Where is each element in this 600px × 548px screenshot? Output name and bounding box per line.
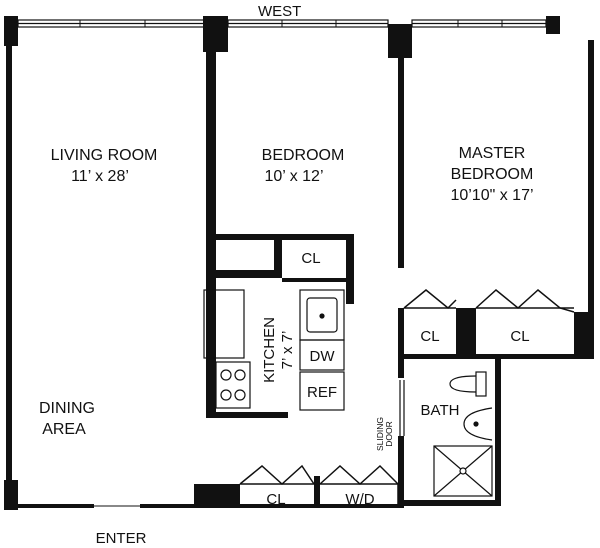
sliding-door-label-group: SLIDING DOOR <box>375 417 394 451</box>
bedroom-closet-label: CL <box>301 250 320 267</box>
entrance-label: ENTER <box>96 530 147 547</box>
kitchen-fixtures <box>203 289 345 411</box>
kitchen-name: KITCHEN <box>261 317 278 383</box>
shower-icon <box>433 445 493 497</box>
living-room-name: LIVING ROOM <box>51 147 158 164</box>
interior-walls <box>206 50 476 506</box>
dishwasher-box <box>299 339 345 371</box>
master-closet-left-label: CL <box>420 328 439 345</box>
toilet-tank <box>475 371 487 397</box>
refrigerator-box <box>299 371 345 411</box>
dining-area-line2: AREA <box>42 421 86 438</box>
compass-west-label: WEST <box>258 3 301 20</box>
stove <box>215 361 251 409</box>
burner-icon <box>220 389 232 401</box>
bath-fixtures <box>399 371 493 497</box>
master-closet-right-label: CL <box>510 328 529 345</box>
kitchen-counter <box>203 289 245 359</box>
exterior-walls <box>4 16 594 510</box>
kitchen-size: 7’ x 7’ <box>279 331 296 370</box>
sink-icon <box>306 297 338 333</box>
bath-name: BATH <box>421 402 460 419</box>
living-room-size: 11’ x 28’ <box>71 168 129 185</box>
closet-doors <box>239 289 575 504</box>
bath-sink-icon <box>463 407 493 441</box>
burner-icon <box>220 369 232 381</box>
burner-icon <box>234 369 246 381</box>
master-bedroom-name-line2: BEDROOM <box>451 166 534 183</box>
dining-area-line1: DINING <box>39 400 95 417</box>
drain-icon <box>319 313 325 319</box>
bedroom-size: 10’ x 12’ <box>265 168 324 185</box>
burner-icon <box>234 389 246 401</box>
dishwasher-label: DW <box>310 348 336 365</box>
master-bedroom-name-line1: MASTER <box>459 145 526 162</box>
master-bedroom-size: 10’10" x 17’ <box>450 187 533 204</box>
sliding-door-line2: DOOR <box>384 421 394 447</box>
kitchen-label-group: KITCHEN 7’ x 7’ <box>261 317 296 383</box>
toilet-bowl-icon <box>449 375 477 393</box>
sliding-door-line1: SLIDING <box>375 417 385 451</box>
hall-closet-label: CL <box>266 491 285 508</box>
washer-dryer-label: W/D <box>345 491 374 508</box>
window-mullions <box>79 20 503 27</box>
refrigerator-label: REF <box>307 384 337 401</box>
bedroom-name: BEDROOM <box>262 147 345 164</box>
